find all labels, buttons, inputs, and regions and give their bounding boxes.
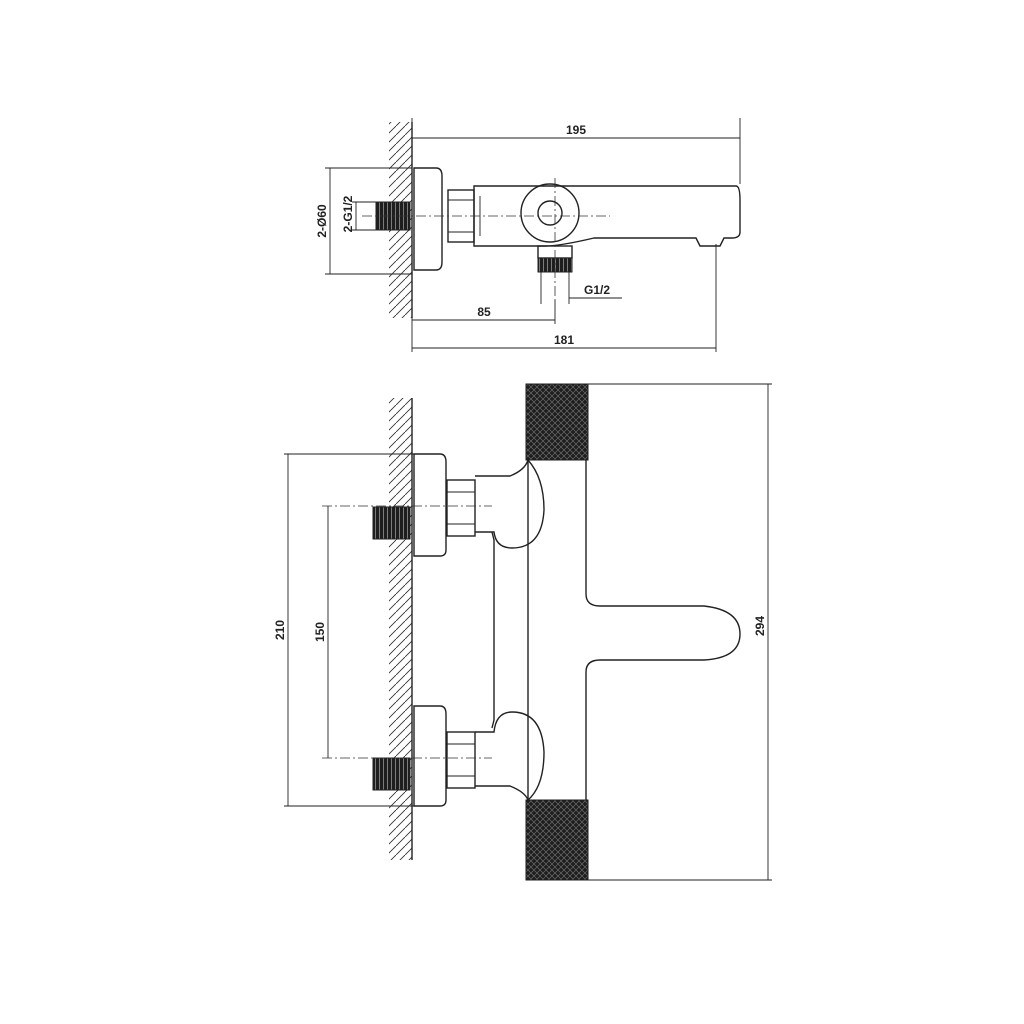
lower-inlet-thread bbox=[372, 757, 411, 791]
diverter-knob-inner bbox=[537, 200, 563, 226]
spout-body-top bbox=[473, 185, 741, 247]
lower-elbow bbox=[475, 711, 545, 801]
dim-2-g12-inlet: 2-G1/2 bbox=[341, 195, 355, 232]
mixer-body bbox=[527, 460, 741, 800]
flange-top bbox=[413, 167, 443, 271]
wall-hatch-front bbox=[389, 398, 412, 860]
body-back-line bbox=[491, 531, 495, 729]
lower-handle-knurl bbox=[525, 799, 589, 881]
dim-210: 210 bbox=[273, 620, 287, 640]
dim-150: 150 bbox=[313, 622, 327, 642]
lower-flange bbox=[413, 705, 447, 807]
diverter-knob-outer bbox=[520, 183, 580, 243]
dim-85: 85 bbox=[477, 305, 491, 319]
upper-handle-knurl bbox=[525, 383, 589, 461]
dim-294: 294 bbox=[753, 616, 767, 636]
upper-elbow bbox=[475, 459, 545, 549]
top-view: 195 85 181 G1/2 2-Ø60 2-G1/2 bbox=[315, 118, 741, 352]
lower-nut bbox=[446, 731, 476, 789]
upper-nut bbox=[446, 479, 476, 537]
dim-g12-outlet: G1/2 bbox=[584, 283, 610, 297]
dim-181: 181 bbox=[554, 333, 574, 347]
dim-195: 195 bbox=[566, 123, 586, 137]
upper-flange bbox=[413, 453, 447, 557]
front-view: 294 210 150 bbox=[273, 383, 772, 881]
upper-inlet-thread bbox=[372, 506, 411, 540]
dim-2-phi60: 2-Ø60 bbox=[315, 204, 329, 238]
